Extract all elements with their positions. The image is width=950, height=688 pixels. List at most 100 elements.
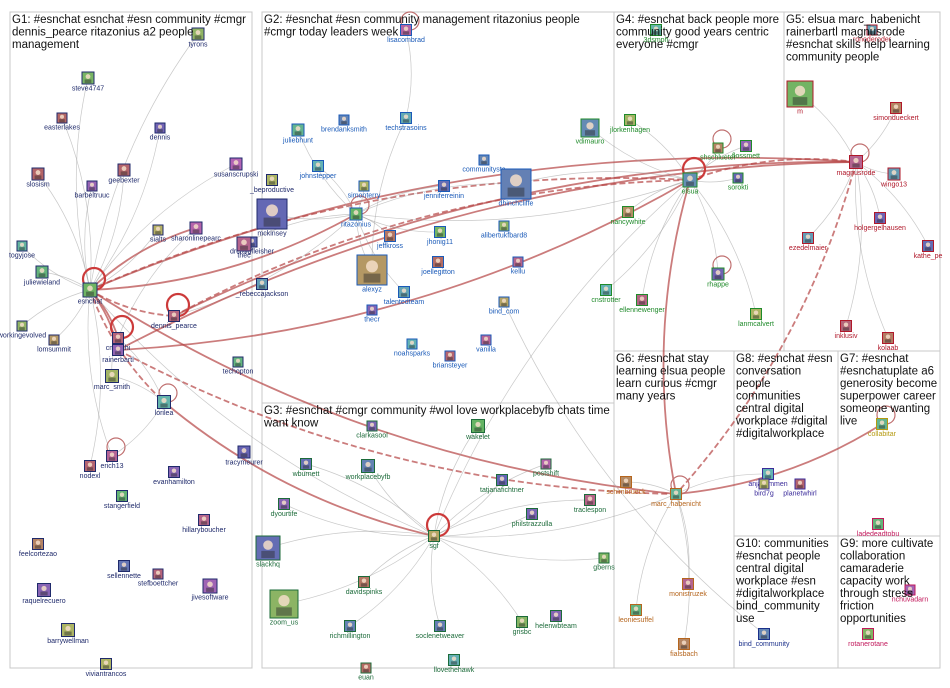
node-tyrons[interactable]: tyrons [188,27,208,49]
node-_beproductive[interactable]: _beproductive [249,174,294,195]
node-wingo13[interactable]: wingo13 [880,167,907,189]
node-rainerbartl[interactable]: rainerbartl [102,344,134,365]
node-sharonlinepearc[interactable]: sharonlinepearc [171,221,221,243]
node-workingevolved[interactable]: workingevolved [0,320,46,340]
node-dennis_pearce[interactable]: dennis_pearce [151,310,197,331]
node-bind_community[interactable]: bind_community [739,628,790,649]
node-simonterry[interactable]: simonterry [348,180,381,200]
node-rotanerotane[interactable]: rotanerotane [848,628,888,649]
node-barrywellman[interactable]: barrywellman [47,623,89,646]
node-collabitar[interactable]: collabitar [868,418,897,439]
node-zoom_us[interactable]: zoom_us [269,589,299,627]
node-elsua[interactable]: elsua [682,172,699,196]
node-geebexter[interactable]: geebexter [108,163,140,185]
node-slackhq[interactable]: slackhq [255,535,281,569]
node-cnstrotter[interactable]: cnstrotter [591,284,621,305]
node-jivesoftware[interactable]: jivesoftware [191,578,229,602]
node-techstrasoins[interactable]: techstrasoins [385,112,427,133]
node-tracymeurer[interactable]: tracymeurer [225,445,263,467]
node-shschlueter[interactable]: shschlueter [700,142,737,162]
node-richmillington[interactable]: richmillington [330,620,371,641]
node-3dsmph[interactable]: 3dsmph [644,24,669,45]
node-sellennette[interactable]: sellennette [107,560,141,581]
node-thec[interactable]: thec [236,236,252,260]
node-briansteyer[interactable]: briansteyer [433,350,468,370]
node-communitysta[interactable]: communitysta [462,154,506,174]
node-tatjanafichtner[interactable]: tatjanafichtner [480,474,525,495]
node-planetwhirl[interactable]: planetwhirl [783,478,817,498]
node-stangerfield[interactable]: stangerfield [104,490,140,511]
node-techopton[interactable]: techopton [223,356,254,376]
node-viviantrancos[interactable]: viviantrancos [86,658,127,679]
node-fialsbach[interactable]: fialsbach [670,638,698,659]
node-susanscrupski[interactable]: susanscrupski [214,157,259,179]
node-_rebeccajackson[interactable]: _rebeccajackson [235,278,289,299]
node-ladedeadtobu[interactable]: ladedeadtobu [857,518,900,539]
node-noahsparks[interactable]: noahsparks [394,338,431,358]
node-lomsummit[interactable]: lomsummit [37,334,71,354]
node-jenniferreinin[interactable]: jenniferreinin [423,180,464,201]
node-thecr[interactable]: thecr [364,304,380,324]
node-togyjose[interactable]: togyjose [9,240,35,260]
node-philstrazzulla[interactable]: philstrazzulla [512,508,553,529]
node-sialts[interactable]: sialts [150,224,166,244]
node-dennis[interactable]: dennis [150,122,171,142]
node-alexyz[interactable]: alexyz [356,254,388,294]
node-barbeltruuc[interactable]: barbeltruuc [74,180,110,200]
node-jlorkenhagen[interactable]: jlorkenhagen [609,114,650,135]
node-slosism[interactable]: slosism [26,167,50,189]
node-soclenetweaver[interactable]: soclenetweaver [416,620,465,641]
node-erich13[interactable]: erich13 [101,450,124,471]
node-jeffkross[interactable]: jeffkross [376,230,403,251]
node-sgf[interactable]: sgf [428,530,440,551]
node-inklusiv[interactable]: inklusiv [835,320,858,341]
node-hillaryboucher[interactable]: hillaryboucher [182,514,226,535]
node-kathe_pe[interactable]: kathe_pe [914,240,943,261]
node-ellennewenger[interactable]: ellennewenger [619,294,665,315]
node-vanilla[interactable]: vanilla [476,334,496,354]
node-nodexl[interactable]: nodexl [80,460,101,481]
node-bird7g[interactable]: bird7g [754,478,774,498]
node-magnusrode[interactable]: magnusrode [837,155,876,178]
node-johnstepper[interactable]: johnstepper [299,160,337,181]
node-grisbc[interactable]: grisbc [513,616,532,637]
node-brendanksmith[interactable]: brendanksmith [321,114,367,134]
node-stefboettcher[interactable]: stefboettcher [138,568,179,588]
node-postshift[interactable]: postshift [533,458,559,478]
node-ronoderoder[interactable]: ronoderoder [853,24,892,44]
node-kellu[interactable]: kellu [511,256,526,276]
node-ezedelmaier[interactable]: ezedelmaier [789,232,828,253]
node-wburnett[interactable]: wburnett [292,458,320,479]
node-dhinchcliffe[interactable]: dhinchcliffe [499,168,534,208]
node-davidspinks[interactable]: davidspinks [346,576,383,597]
node-juliewieland[interactable]: juliewieland [23,265,60,287]
node-steve4747[interactable]: steve4747 [72,71,104,93]
node-feelcortezao[interactable]: feelcortezao [19,538,57,559]
node-monistruzek[interactable]: monistruzek [669,578,707,599]
node-marc_habenicht[interactable]: marc_habenicht [651,488,701,509]
node-simondueckert[interactable]: simondueckert [873,102,919,123]
node-vdimauro[interactable]: vdimauro [576,118,605,146]
node-llovethehawk[interactable]: llovethehawk [434,654,475,675]
node-raquelrecuero[interactable]: raquelrecuero [22,583,66,606]
node-holgergelhausen[interactable]: holgergelhausen [854,212,906,233]
node-sorokti[interactable]: sorokti [728,172,749,192]
node-jhonig11[interactable]: jhonig11 [426,226,453,247]
node-lorilea[interactable]: lorilea [155,395,174,418]
node-nchuvadarn[interactable]: nchuvadarn [892,584,929,604]
node-kolaab[interactable]: kolaab [878,332,899,353]
node-joellegitton[interactable]: joellegitton [420,256,455,277]
node-easterlakes[interactable]: easterlakes [44,112,80,132]
node-alibertukfbard8[interactable]: alibertukfbard8 [481,220,527,240]
node-nancywhite[interactable]: nancywhite [610,206,646,227]
node-leoniesuffel[interactable]: leoniesuffel [618,604,654,625]
node-lanmcalvert[interactable]: lanmcalvert [738,308,774,329]
node-clarkasool[interactable]: clarkasool [356,420,388,440]
node-bind_com[interactable]: bind_com [489,296,520,316]
node-traclespon[interactable]: traclespon [574,494,606,515]
node-evanhamilton[interactable]: evanhamilton [153,466,195,487]
node-mckinsey[interactable]: mckinsey [256,198,288,238]
node-lisacombrad[interactable]: lisacombrad [387,24,425,45]
node-m[interactable]: m [786,80,814,116]
node-marc_smith[interactable]: marc_smith [94,369,130,392]
